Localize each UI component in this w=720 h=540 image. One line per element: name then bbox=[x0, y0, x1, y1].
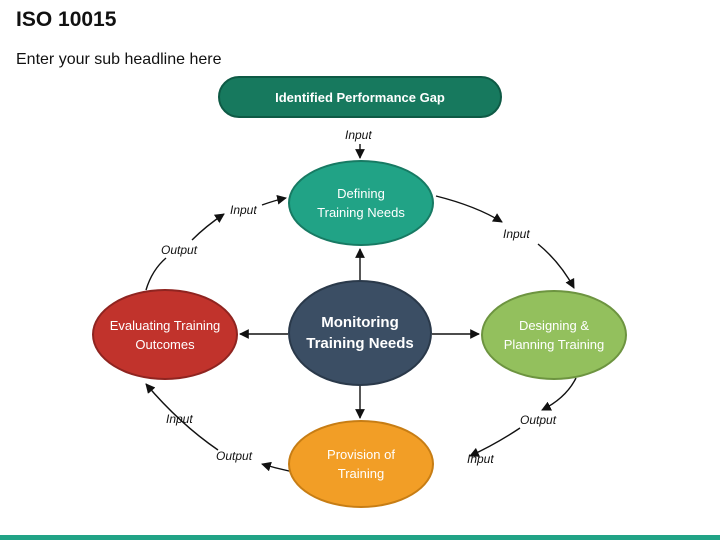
label-define-input: Input bbox=[230, 203, 257, 217]
label-design-output: Output bbox=[520, 413, 557, 427]
node-defining-line2: Training Needs bbox=[317, 205, 405, 220]
node-provision-line1: Provision of bbox=[327, 447, 395, 462]
arrow-design-to-provision-b bbox=[469, 427, 521, 457]
slide-title: ISO 10015 bbox=[16, 8, 117, 31]
identified-performance-gap-box: Identified Performance Gap bbox=[218, 76, 502, 118]
node-designing-planning-training: Designing & Planning Training bbox=[481, 290, 627, 380]
arrow-eval-to-defining-b bbox=[191, 213, 225, 241]
node-designing-line2: Planning Training bbox=[503, 337, 605, 352]
node-monitoring-line2: Training Needs bbox=[306, 335, 414, 352]
label-provision-input: Input bbox=[467, 452, 494, 466]
arrow-defining-to-design-b bbox=[537, 243, 575, 289]
arrow-defining-to-design-a bbox=[435, 195, 503, 223]
node-evaluating-line1: Evaluating Training bbox=[109, 317, 221, 333]
bottom-accent-bar bbox=[0, 535, 720, 540]
top-box-label: Identified Performance Gap bbox=[275, 89, 445, 105]
node-evaluating-training-outcomes: Evaluating Training Outcomes bbox=[92, 289, 238, 380]
label-top-input: Input bbox=[345, 128, 372, 142]
node-evaluating-line2: Outcomes bbox=[135, 336, 195, 352]
arrow-eval-to-defining-a bbox=[145, 257, 167, 291]
arrow-design-to-provision-a bbox=[541, 377, 577, 411]
node-monitoring-training-needs: Monitoring Training Needs bbox=[288, 280, 432, 386]
node-designing-line1: Designing & bbox=[518, 318, 590, 333]
node-monitoring-line1: Monitoring bbox=[321, 314, 399, 331]
arrow-eval-to-defining-c bbox=[261, 194, 287, 206]
node-defining-line1: Defining bbox=[337, 186, 385, 201]
slide-subtitle: Enter your sub headline here bbox=[16, 51, 222, 68]
node-defining-training-needs: Defining Training Needs bbox=[288, 160, 434, 246]
label-provision-output: Output bbox=[216, 449, 253, 463]
arrow-provision-to-eval-b bbox=[145, 383, 219, 451]
label-eval-output: Output bbox=[161, 243, 198, 257]
node-provision-line2: Training bbox=[337, 466, 385, 481]
node-provision-of-training: Provision of Training bbox=[288, 420, 434, 508]
label-define-design-input: Input bbox=[503, 227, 530, 241]
label-eval-input: Input bbox=[166, 412, 193, 426]
